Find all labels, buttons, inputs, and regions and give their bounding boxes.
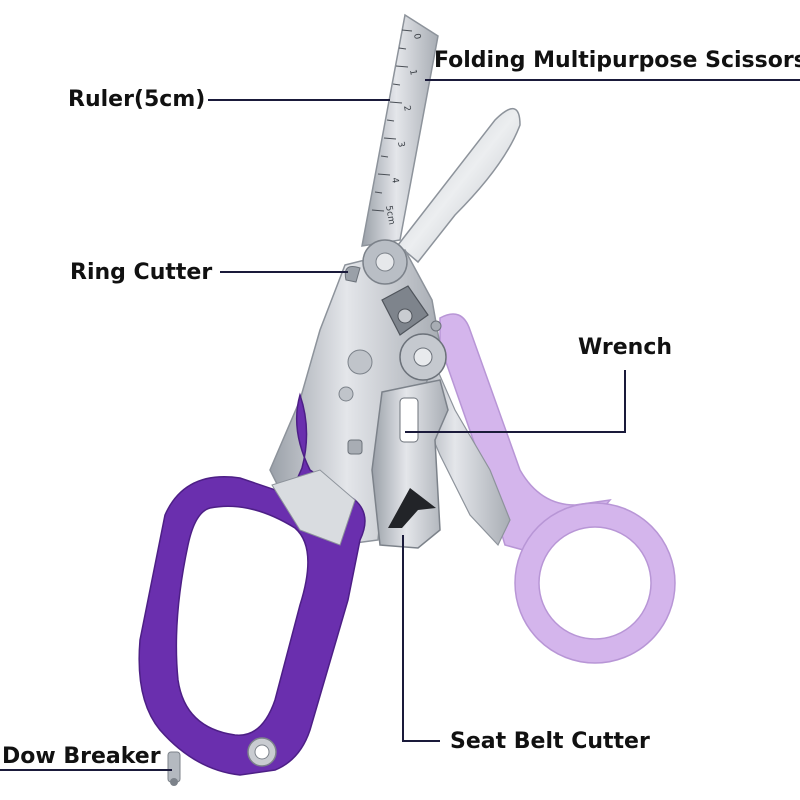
leader-line-seat-belt <box>402 535 440 742</box>
leader-line-wrench <box>405 370 626 433</box>
label-ruler: Ruler(5cm) <box>68 87 206 112</box>
right-handle <box>439 313 676 664</box>
ruler-tick-label: 4 <box>389 177 400 185</box>
ring-cutter-hook <box>344 266 361 283</box>
label-folding-scissors: Folding Multipurpose Scissors <box>434 48 800 73</box>
ruler-tick-label: 5cm <box>383 205 396 226</box>
ruler-tick-label: 2 <box>401 105 412 112</box>
label-ring-cutter: Ring Cutter <box>70 260 213 285</box>
label-seat-belt-cutter: Seat Belt Cutter <box>450 729 650 754</box>
ruler-blade: 0 1 2 3 4 5cm <box>361 13 439 247</box>
seat-belt-cutter-plate <box>371 379 449 549</box>
plain-blade <box>396 108 521 264</box>
body-rivet <box>347 439 363 455</box>
ruler-tick-label: 1 <box>407 69 418 76</box>
body-screw <box>338 386 354 402</box>
label-glass-breaker: Dow Breaker <box>2 744 161 769</box>
glass-breaker-tip <box>167 737 277 786</box>
ruler-tick-label: 3 <box>395 141 406 148</box>
label-wrench: Wrench <box>578 335 673 360</box>
body-screw <box>347 349 373 375</box>
ruler-tick-label: 0 <box>411 33 422 41</box>
pivot-screw <box>362 239 408 285</box>
wrench-part <box>381 285 447 381</box>
left-steel-insert <box>271 469 356 546</box>
